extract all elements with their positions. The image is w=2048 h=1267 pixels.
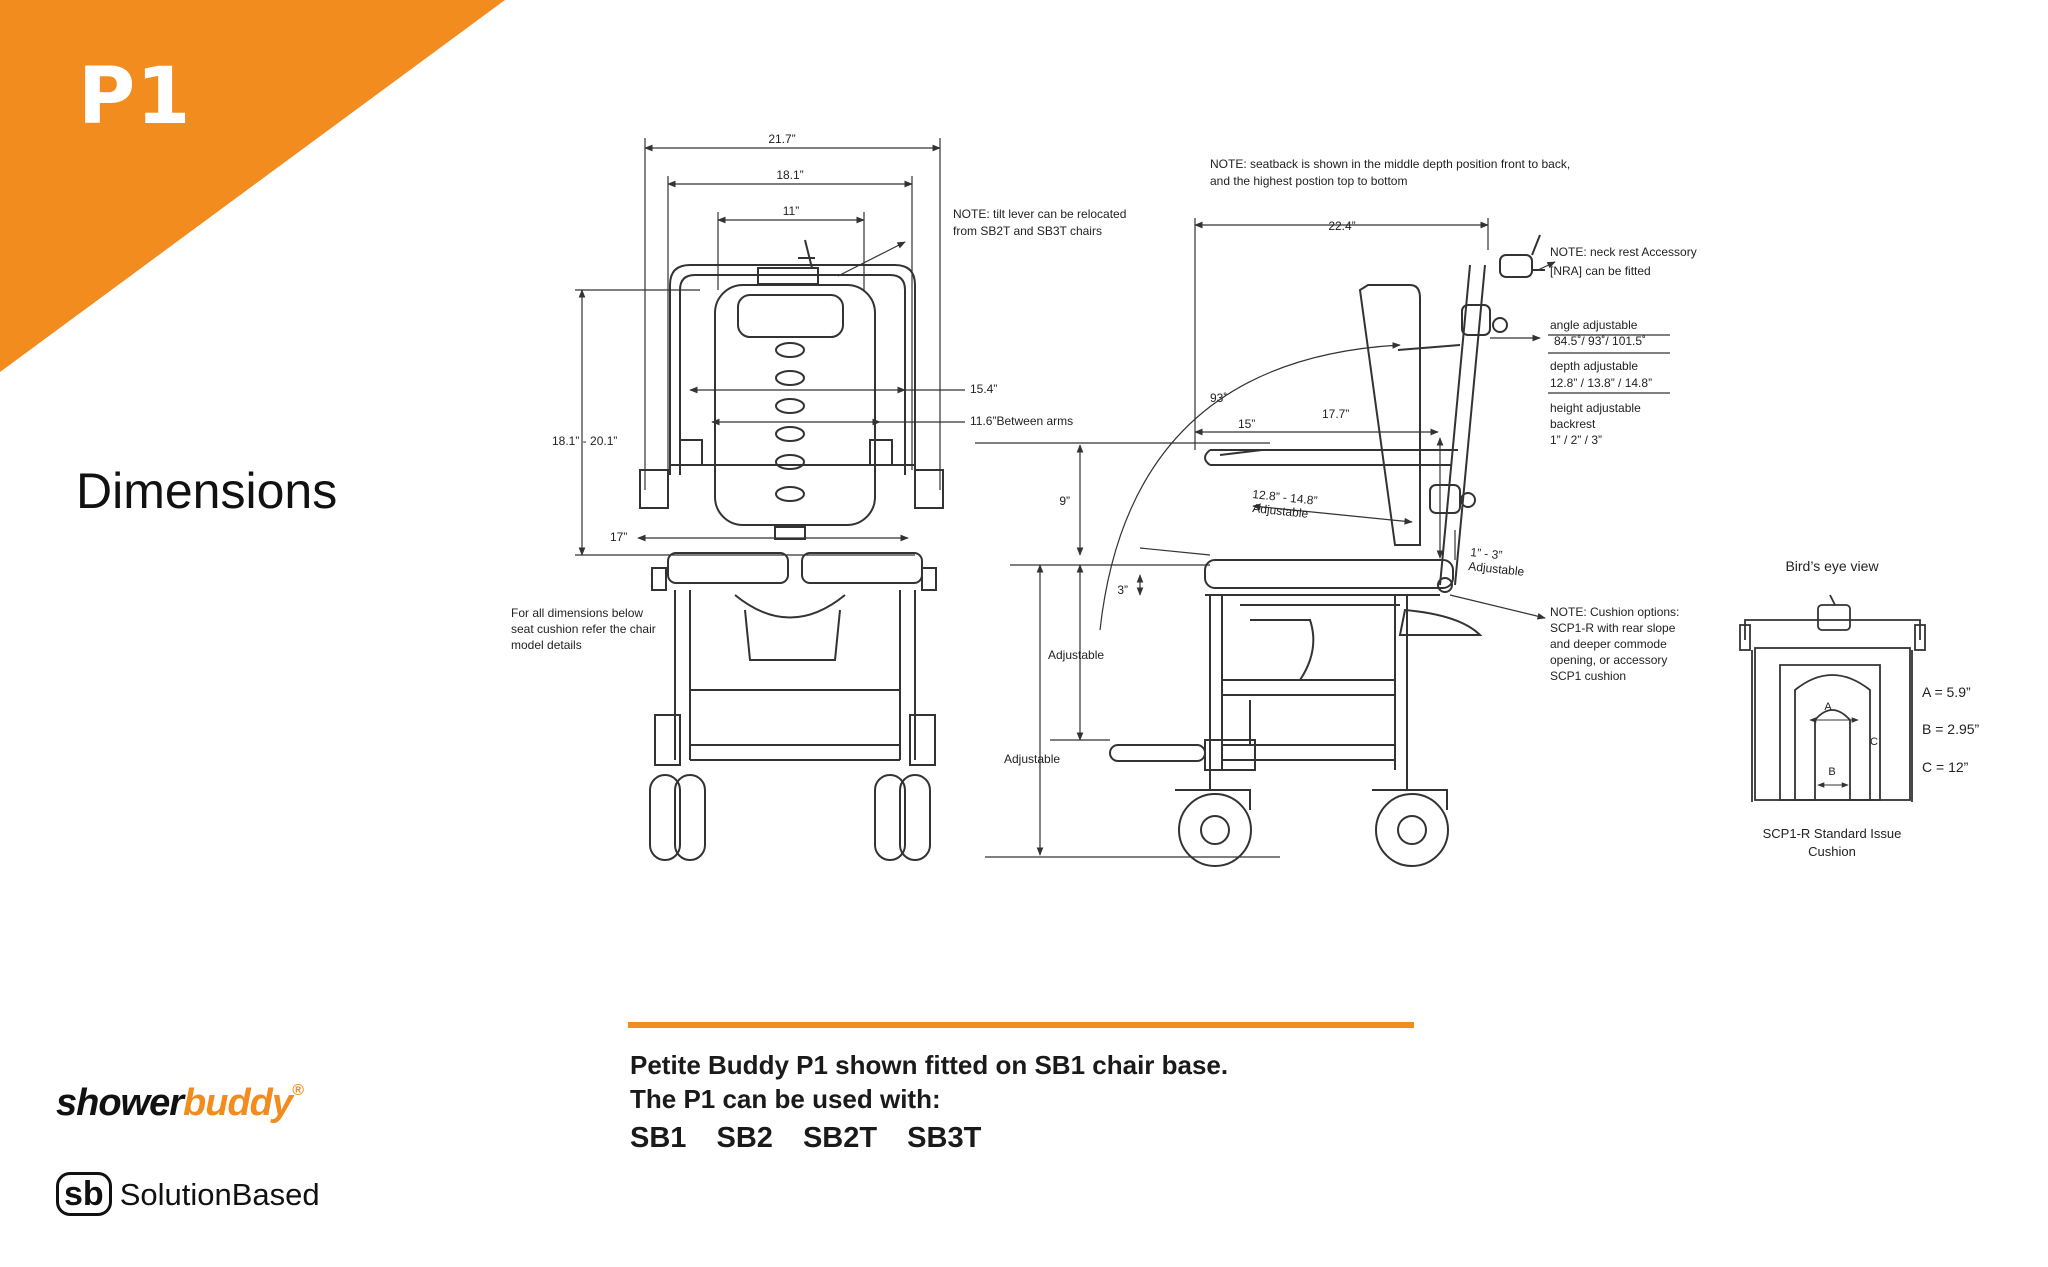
note-seat-line2: seat cushion refer the chair (511, 622, 656, 636)
dim-seat-depth-note: Adjustable (1252, 501, 1310, 521)
compatible-model: SB2T (802, 1122, 878, 1154)
dim-angle-93: 93˚ (1210, 391, 1227, 405)
page-title: Dimensions (76, 463, 338, 519)
registered-mark: ® (292, 1082, 304, 1099)
cushion-dim-c: C = 12” (1922, 759, 1969, 775)
dim-adjustable-2: Adjustable (1004, 752, 1060, 766)
note-seat-line3: model details (511, 638, 582, 652)
note-seatback-line1: NOTE: seatback is shown in the middle de… (1210, 157, 1570, 171)
birds-eye-cushion (1739, 594, 1926, 802)
dim-seat-offset: 3” (1117, 583, 1128, 597)
depth-adjustable-values: 12.8” / 13.8” / 14.8” (1550, 376, 1652, 390)
logo-word-buddy: buddy (183, 1082, 293, 1124)
note-tilt-line1: NOTE: tilt lever can be relocated (953, 207, 1126, 221)
dim-arm-length: 15” (1238, 417, 1255, 431)
cushion-label-c: C (1870, 736, 1878, 748)
angle-adjustable-values: 84.5˚/ 93˚/ 101.5˚ (1554, 334, 1646, 348)
front-view-labels: 21.7” 18.1” 11” 18.1” - 20.1” 15.4” 11.6… (511, 132, 1126, 652)
birds-eye-labels: Bird’s eye view A B C A = 5.9” B = 2.95”… (1763, 558, 1980, 859)
cushion-caption-1: SCP1-R Standard Issue (1763, 826, 1902, 841)
dim-adjustable-1: Adjustable (1048, 648, 1104, 662)
note-cushion-line3: and deeper commode (1550, 637, 1667, 651)
cushion-label-b: B (1828, 766, 1835, 778)
dim-seat-depth: 12.8” - 14.8” (1252, 487, 1318, 508)
height-adjustable-label2: backrest (1550, 417, 1596, 431)
cushion-dim-b: B = 2.95” (1922, 721, 1980, 737)
dim-height-range: 18.1” - 20.1” (552, 434, 617, 448)
front-view-chair (639, 239, 944, 861)
compatible-model: SB2 (716, 1122, 773, 1154)
logo-word-shower: shower (56, 1082, 184, 1124)
angle-adjustable-label: angle adjustable (1550, 318, 1638, 332)
caption-line-2: The P1 can be used with: (630, 1084, 941, 1114)
height-adjustable-values: 1” / 2” / 3” (1550, 433, 1602, 447)
note-cushion-line2: SCP1-R with rear slope (1550, 621, 1676, 635)
height-adjustable-label: height adjustable (1550, 401, 1641, 415)
cushion-caption-2: Cushion (1808, 844, 1856, 859)
caption-line-1: Petite Buddy P1 shown fitted on SB1 chai… (630, 1050, 1229, 1080)
dim-between-arms: 11.6”Between arms (970, 414, 1073, 428)
cushion-label-a: A (1824, 701, 1832, 713)
dim-width-mid: 18.1” (776, 168, 803, 182)
company-name: SolutionBased (119, 1177, 320, 1212)
caption-block: Petite Buddy P1 shown fitted on SB1 chai… (630, 1048, 1228, 1116)
note-cushion-line1: NOTE: Cushion options: (1550, 605, 1679, 619)
dim-arms-outer: 15.4” (970, 382, 997, 396)
compatible-models: SB1 SB2 SB2T SB3T (630, 1122, 1003, 1155)
dim-seat-width: 17” (610, 530, 627, 544)
depth-adjustable-label: depth adjustable (1550, 359, 1638, 373)
caption-divider (628, 1022, 1414, 1028)
dim-depth-overall: 22.4” (1328, 219, 1355, 233)
note-cushion-line5: SCP1 cushion (1550, 669, 1626, 683)
dim-tilt-range: 1” - 3” (1470, 545, 1503, 562)
compatible-model: SB3T (907, 1122, 982, 1154)
dim-width-inner: 11” (783, 204, 799, 218)
model-tag: P1 (78, 52, 192, 142)
note-seat-line1: For all dimensions below (511, 606, 643, 620)
note-cushion-line4: opening, or accessory (1550, 653, 1667, 667)
dim-width-outer: 21.7” (768, 132, 795, 146)
birds-eye-title: Bird’s eye view (1785, 558, 1879, 574)
compatible-model: SB1 (630, 1122, 687, 1154)
note-seatback-line2: and the highest postion top to bottom (1210, 174, 1407, 188)
dim-arm-height: 9” (1059, 494, 1070, 508)
note-neck-line1: NOTE: neck rest Accessory (1550, 245, 1697, 259)
sb-mark: sb (56, 1172, 112, 1216)
side-view-dimensions (975, 218, 1670, 858)
showerbuddy-logo: showerbuddy® (56, 1082, 304, 1125)
dim-tilt-note: Adjustable (1468, 559, 1526, 579)
corner-accent-triangle (0, 0, 505, 372)
note-tilt-line2: from SB2T and SB3T chairs (953, 224, 1102, 238)
front-view-dimensions (575, 138, 965, 556)
dim-back-height: 17.7” (1322, 407, 1349, 421)
side-view-labels: NOTE: seatback is shown in the middle de… (1004, 157, 1697, 766)
note-neck-line2: [NRA] can be fitted (1550, 264, 1651, 278)
cushion-dim-a: A = 5.9” (1922, 684, 1971, 700)
side-view-chair (1109, 234, 1545, 867)
